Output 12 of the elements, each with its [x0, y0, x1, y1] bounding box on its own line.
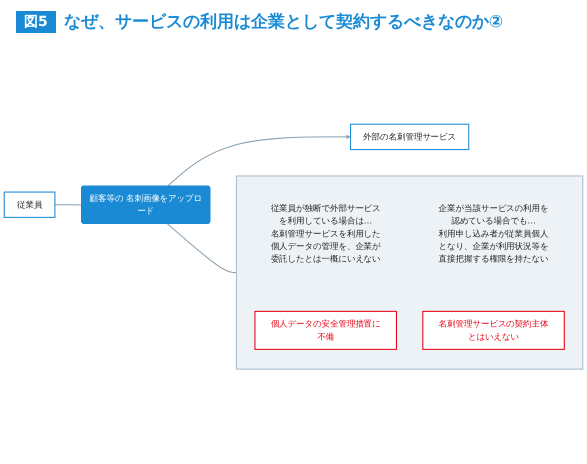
connector — [54, 204, 82, 206]
cluster — [236, 176, 584, 370]
node-box: 個人データの安全管理措置に不備 — [254, 311, 397, 350]
connector — [167, 224, 236, 274]
node-box: 名刺管理サービスの契約主体とはいえない — [422, 311, 565, 350]
figure-number: 図5 — [16, 10, 56, 32]
node-text: 従業員が独断で外部サービスを利用している場合は… 名刺管理サービスを利用した個人データの管理を、企業が委託したとは一概にいえない — [270, 203, 381, 264]
title: なぜ、サービスの利用は企業として契約するべきなのか② — [64, 11, 504, 33]
arrow — [167, 134, 351, 187]
node-box: 従業員 — [4, 192, 56, 218]
node-box: 外部の名刺管理サービス — [350, 124, 470, 150]
node-text: 企業が当該サービスの利用を認めている場合でも… 利用申し込み者が従業員個人となり、企業が利用状況等を直接把握する権限を持たない — [438, 203, 548, 264]
